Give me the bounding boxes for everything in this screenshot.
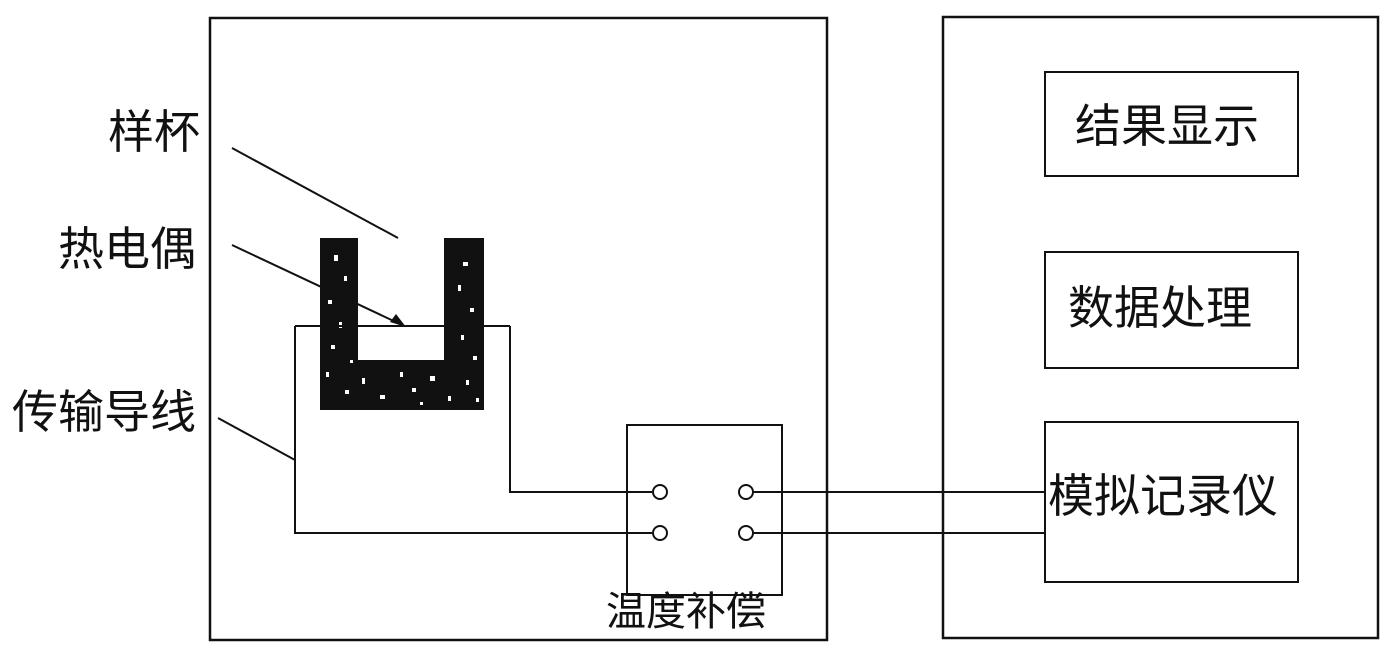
transmission-wire-leader	[217, 417, 296, 461]
analog-recorder-box	[1044, 421, 1299, 583]
sample-cup	[320, 238, 484, 410]
terminals	[652, 484, 754, 541]
sample-cup-leader	[231, 147, 399, 239]
sample-enclosure	[208, 16, 829, 642]
terminal-circle	[738, 525, 754, 541]
thermocouple-arrowhead	[390, 314, 406, 327]
sample-cup-label: 样杯	[108, 105, 200, 159]
temperature-compensation-box	[626, 424, 783, 596]
result-display-box	[1044, 71, 1299, 177]
data-processing-box	[1044, 251, 1299, 369]
thermocouple-label: 热电偶	[58, 222, 196, 276]
terminal-circle	[738, 484, 754, 500]
data-processing-label: 数据处理	[1068, 281, 1252, 335]
terminal-circle	[652, 484, 668, 500]
transmission-wire-label: 传输导线	[12, 385, 196, 439]
transmission-wires	[294, 326, 1045, 534]
instrument-enclosure	[941, 15, 1380, 640]
analog-recorder-label: 模拟记录仪	[1048, 469, 1278, 523]
temperature-compensation-label: 温度补偿	[606, 589, 766, 635]
thermocouple-leader	[231, 244, 401, 325]
terminal-circle	[652, 525, 668, 541]
result-display-label: 结果显示	[1075, 99, 1259, 153]
leader-lines	[217, 147, 401, 461]
